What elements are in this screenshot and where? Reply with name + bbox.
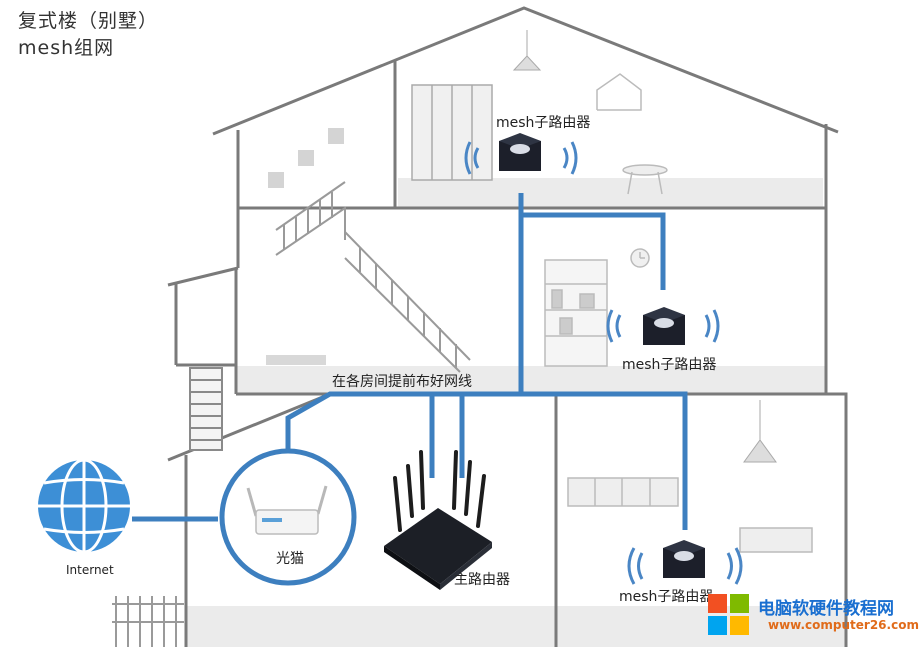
watermark-url: www.computer26.com	[768, 618, 919, 632]
watermark-name: 电脑软硬件教程网	[758, 599, 894, 619]
floor-top-right	[398, 178, 823, 208]
ceiling-lamp-top	[512, 30, 542, 71]
watermark: 电脑软硬件教程网 www.computer26.com	[706, 590, 919, 642]
modem-icon	[219, 448, 357, 586]
kitchen-cabinets	[567, 477, 813, 553]
side-stairs	[189, 367, 223, 451]
floor-middle	[236, 366, 826, 394]
mesh-router-bottom-icon	[663, 540, 705, 578]
wifi-waves-mid	[606, 309, 720, 343]
diagram-title-line2: mesh组网	[18, 37, 115, 59]
internet-label: Internet	[66, 563, 114, 577]
table	[622, 164, 668, 195]
wifi-waves-top	[464, 141, 578, 175]
mesh-router-top-label: mesh子路由器	[496, 115, 591, 131]
main-router-label: 主路由器	[454, 572, 510, 588]
ethernet-cables	[132, 193, 688, 530]
mesh-router-mid-icon	[643, 307, 685, 345]
ceiling-lamp-bottom	[743, 400, 777, 463]
main-router-icon	[384, 450, 492, 590]
wall-clock	[630, 248, 650, 268]
wifi-waves-bottom	[627, 547, 743, 585]
mesh-router-mid-label: mesh子路由器	[622, 357, 717, 373]
sofa	[266, 355, 326, 365]
diagram-title-line1: 复式楼（别墅）	[18, 10, 159, 32]
cabling-note: 在各房间提前布好网线	[332, 374, 472, 390]
bookshelf	[544, 259, 608, 367]
wardrobe	[411, 84, 493, 181]
mesh-router-top-icon	[499, 133, 541, 171]
fence	[112, 596, 184, 647]
staircase	[275, 181, 471, 373]
picture-frame	[596, 73, 642, 111]
internet-globe-icon	[38, 458, 130, 554]
windows-logo-icon	[708, 594, 749, 635]
modem-label: 光猫	[276, 551, 304, 567]
mesh-router-bottom-label: mesh子路由器	[619, 589, 714, 605]
wall-frames	[268, 128, 344, 188]
